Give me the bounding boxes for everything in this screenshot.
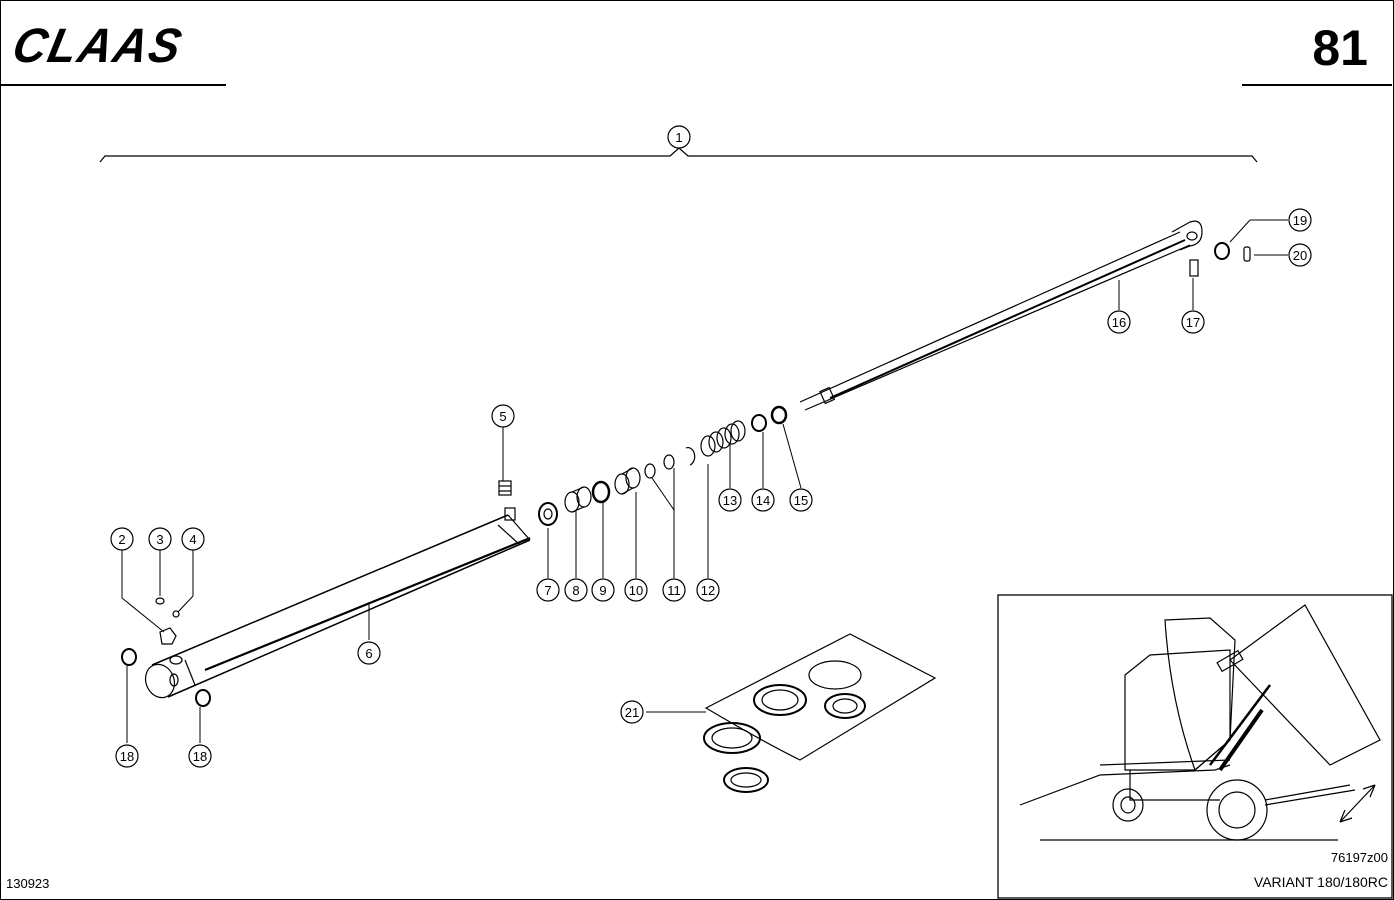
washer-18-left [121, 648, 137, 666]
diagram-drawing [99, 147, 1393, 899]
seal-part-9 [591, 480, 611, 504]
callout-text-20: 20 [1293, 248, 1307, 263]
callout-5 [491, 404, 515, 428]
model-name: VARIANT 180/180RC [1253, 874, 1388, 890]
callout-text-10: 10 [629, 583, 643, 598]
callout-2 [110, 527, 134, 551]
callout-text-21: 21 [625, 705, 639, 720]
callout-text-2: 2 [118, 532, 125, 547]
header-rule-left [0, 84, 226, 86]
callout-text-13: 13 [723, 493, 737, 508]
callout-text-19: 19 [1293, 213, 1307, 228]
callout-10 [624, 578, 648, 602]
callout-18a [115, 744, 139, 768]
callout-text-1: 1 [675, 130, 682, 145]
callout-text-18b: 18 [193, 749, 207, 764]
callout-text-8: 8 [572, 583, 579, 598]
assembly-bracket [99, 147, 1258, 163]
callout-text-18a: 18 [120, 749, 134, 764]
callout-8 [564, 578, 588, 602]
callout-16 [1107, 310, 1131, 334]
callout-19 [1288, 208, 1312, 232]
callout-12 [696, 578, 720, 602]
guide-part-8 [564, 486, 592, 513]
washer-part-19 [1214, 242, 1230, 260]
piston-rod-part-16 [799, 220, 1203, 411]
callout-text-16: 16 [1112, 315, 1126, 330]
callout-20 [1288, 243, 1312, 267]
callout-text-11: 11 [667, 583, 681, 598]
callout-text-5: 5 [499, 409, 506, 424]
callout-18b [188, 744, 212, 768]
callout-text-3: 3 [156, 532, 163, 547]
callout-text-6: 6 [365, 646, 372, 661]
washer-18-right [195, 689, 211, 707]
callout-text-7: 7 [544, 583, 551, 598]
callout-15 [789, 488, 813, 512]
callout-texts: 1 2 3 4 5 6 7 8 9 10 11 12 13 14 15 16 1… [118, 130, 1307, 764]
callout-9 [591, 578, 615, 602]
oring-part-11b [663, 454, 675, 470]
seal-part-7 [538, 502, 558, 526]
callout-14 [751, 488, 775, 512]
callout-4 [181, 527, 205, 551]
fitting-parts-2-4 [155, 597, 180, 645]
callout-17 [1181, 310, 1205, 334]
callout-text-15: 15 [794, 493, 808, 508]
piston-part-13 [700, 420, 746, 457]
callout-text-14: 14 [756, 493, 770, 508]
callout-11 [662, 578, 686, 602]
grease-nipple-part-17 [1189, 259, 1199, 277]
circlip-part-12 [685, 447, 696, 466]
callout-7 [536, 578, 560, 602]
bushing-part-10 [614, 467, 641, 495]
inset-frame [997, 594, 1393, 899]
grease-nipple-part-5 [498, 480, 512, 496]
callout-text-9: 9 [599, 583, 606, 598]
pin-part-20 [1243, 246, 1251, 262]
figure-reference: 76197z00 [1330, 850, 1388, 865]
document-number: 130923 [6, 876, 50, 891]
callout-3 [148, 527, 172, 551]
callout-13 [718, 488, 742, 512]
oring-part-11a [644, 463, 656, 479]
callout-21 [620, 700, 644, 724]
inset-machine-sketch [1019, 604, 1381, 841]
callout-labels [110, 125, 1312, 768]
cylinder-tube [144, 507, 531, 699]
callout-6 [357, 641, 381, 665]
seal-kit-part-21 [703, 633, 937, 793]
page-number: 81 [1312, 20, 1368, 76]
callout-text-12: 12 [701, 583, 715, 598]
callout-text-4: 4 [189, 532, 196, 547]
callout-text-17: 17 [1186, 315, 1200, 330]
header-rule-right [1242, 84, 1392, 86]
callout-1 [667, 125, 691, 149]
seal-part-15 [770, 405, 788, 425]
seal-part-14 [751, 414, 767, 432]
leader-lines [121, 219, 1288, 743]
